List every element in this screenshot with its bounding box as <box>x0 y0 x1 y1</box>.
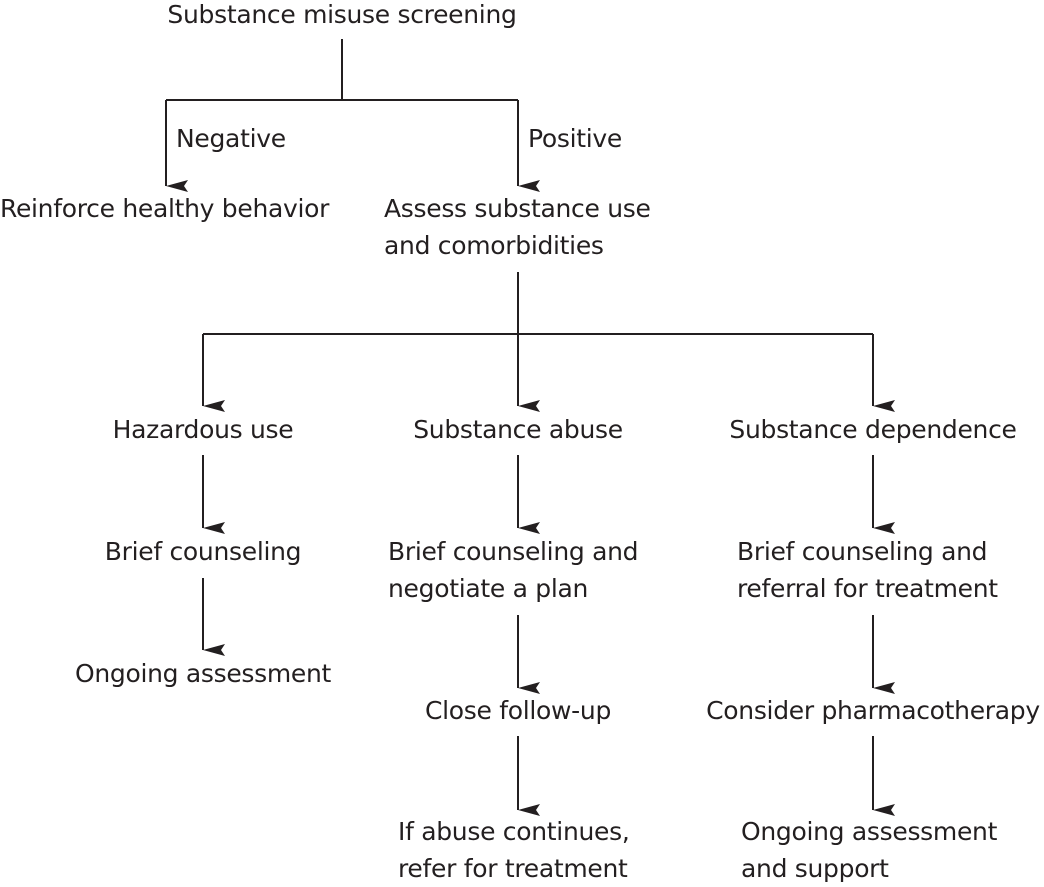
node-dependence-brief-counseling: Brief counseling and referral for treatm… <box>737 533 998 607</box>
node-dep-ongoing-line-2: and support <box>741 854 889 883</box>
node-assess-substance-use: Assess substance use and comorbidities <box>384 190 651 264</box>
node-consider-pharmacotherapy: Consider pharmacotherapy <box>706 696 1040 725</box>
node-abuse-counsel-line-2: negotiate a plan <box>388 574 589 603</box>
node-reinforce-healthy-behavior: Reinforce healthy behavior <box>0 194 330 223</box>
edge-label-negative: Negative <box>176 124 286 153</box>
node-refer-line-1: If abuse continues, <box>398 817 630 846</box>
node-substance-abuse: Substance abuse <box>413 415 623 444</box>
node-abuse-counsel-line-1: Brief counseling and <box>388 537 639 566</box>
node-ongoing-assessment-support: Ongoing assessment and support <box>741 813 997 887</box>
node-refer-for-treatment: If abuse continues, refer for treatment <box>398 813 630 887</box>
node-screening: Substance misuse screening <box>167 0 517 29</box>
edge-label-positive: Positive <box>528 124 622 153</box>
node-assess-line-2: and comorbidities <box>384 231 604 260</box>
node-assess-line-1: Assess substance use <box>384 194 651 223</box>
node-substance-dependence: Substance dependence <box>729 415 1017 444</box>
node-abuse-brief-counseling: Brief counseling and negotiate a plan <box>388 533 639 607</box>
node-close-follow-up: Close follow-up <box>424 696 612 725</box>
node-hazardous-use: Hazardous use <box>112 415 294 444</box>
node-dep-ongoing-line-1: Ongoing assessment <box>741 817 998 846</box>
node-hazardous-brief-counseling: Brief counseling <box>104 537 302 566</box>
node-refer-line-2: refer for treatment <box>398 854 628 883</box>
node-dep-counsel-line-1: Brief counseling and <box>737 537 988 566</box>
node-dep-counsel-line-2: referral for treatment <box>737 574 998 603</box>
node-hazardous-ongoing-assessment: Ongoing assessment <box>74 659 332 688</box>
